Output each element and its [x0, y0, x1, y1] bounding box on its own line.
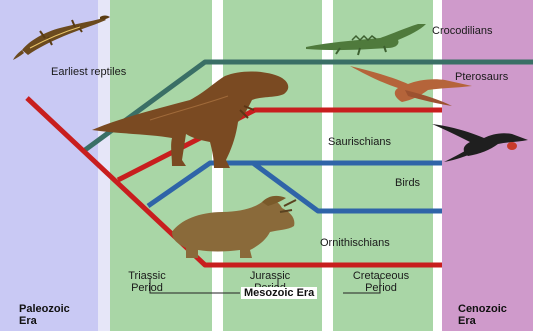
triassic-period-line1: Triassic — [122, 270, 172, 282]
jurassic-period-line1: Jurassic — [245, 270, 295, 282]
paleozoic-era-label: Paleozoic Era — [19, 303, 70, 327]
paleozoic-band — [0, 0, 98, 331]
paleozoic-era-line2: Era — [19, 315, 70, 327]
mesozoic-era-label: Mesozoic Era — [241, 287, 317, 299]
crocodilians-label: Crocodilians — [432, 25, 493, 37]
birds-label: Birds — [395, 177, 420, 189]
cretaceous-period-label: Cretaceous Period — [351, 270, 411, 294]
cenozoic-band — [442, 0, 533, 331]
earliest-reptiles-label: Earliest reptiles — [51, 66, 126, 78]
cretaceous-period-line2: Period — [351, 282, 411, 294]
paleozoic-era-line1: Paleozoic — [19, 303, 70, 315]
cenozoic-era-line2: Era — [458, 315, 507, 327]
ornithischians-label: Ornithischians — [320, 237, 390, 249]
cenozoic-era-line1: Cenozoic — [458, 303, 507, 315]
triassic-period-line2: Period — [122, 282, 172, 294]
cenozoic-era-label: Cenozoic Era — [458, 303, 507, 327]
triassic-period-label: Triassic Period — [122, 270, 172, 294]
pterosaurs-label: Pterosaurs — [455, 71, 508, 83]
saurischians-label: Saurischians — [328, 136, 391, 148]
cretaceous-period-line1: Cretaceous — [351, 270, 411, 282]
